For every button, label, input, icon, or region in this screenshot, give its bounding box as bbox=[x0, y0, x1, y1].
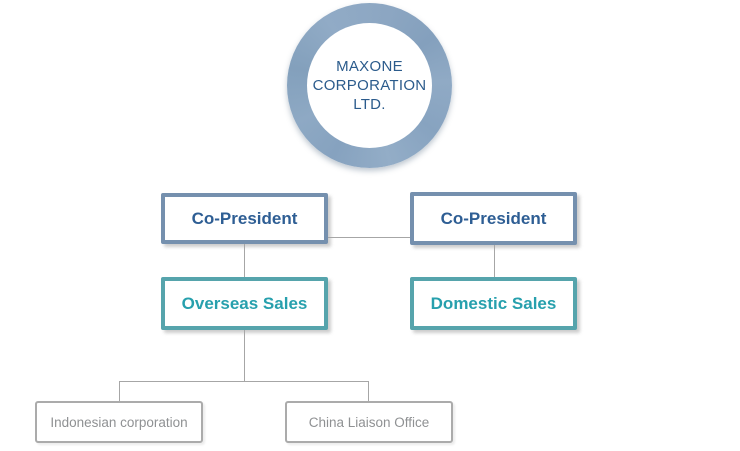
connector-overseas-down bbox=[244, 330, 245, 381]
company-circle: MAXONE CORPORATION LTD. bbox=[287, 3, 452, 168]
node-co-president-left: Co-President bbox=[161, 193, 328, 244]
node-co-president-right: Co-President bbox=[410, 192, 577, 245]
connector-between-presidents bbox=[328, 237, 410, 238]
company-name-line3: LTD. bbox=[353, 96, 386, 113]
node-china-liaison-office: China Liaison Office bbox=[285, 401, 453, 443]
company-name: MAXONE CORPORATION LTD. bbox=[313, 57, 427, 114]
connector-president-to-domestic bbox=[494, 245, 495, 277]
connector-to-china bbox=[368, 381, 369, 401]
company-name-line2: CORPORATION bbox=[312, 77, 427, 94]
company-circle-inner: MAXONE CORPORATION LTD. bbox=[307, 23, 432, 148]
connector-president-to-overseas bbox=[244, 244, 245, 277]
company-name-line1: MAXONE bbox=[336, 58, 403, 75]
node-domestic-sales: Domestic Sales bbox=[410, 277, 577, 330]
node-overseas-sales: Overseas Sales bbox=[161, 277, 328, 330]
node-indonesian-corporation: Indonesian corporation bbox=[35, 401, 203, 443]
connector-to-indonesian bbox=[119, 381, 120, 401]
connector-bottom-horizontal bbox=[119, 381, 369, 382]
